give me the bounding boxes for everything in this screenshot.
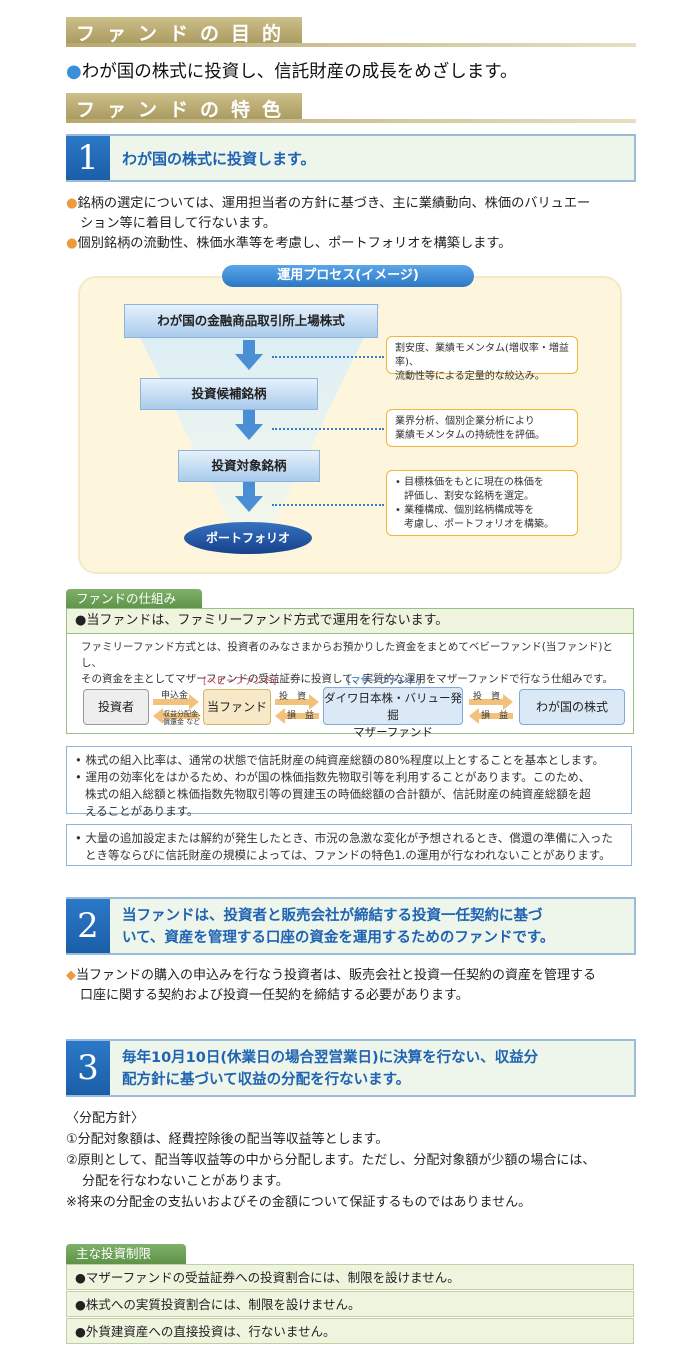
feature-1-number: 1 [66,136,110,180]
shikumi-box: ●当ファンドは、ファミリーファンド方式で運用を行ないます。 ファミリーファンド方… [66,608,634,739]
feature-3-number: 3 [66,1041,110,1095]
down-arrow-icon [235,340,263,512]
process-step-4: ポートフォリオ [184,522,312,554]
bullet-icon: ● [66,236,78,251]
process-note-3: • 目標株価をもとに現在の株価を 評価し、割安な銘柄を選定。 • 業種構成、個別… [386,470,578,536]
shikumi-desc: ファミリーファンド方式とは、投資者のみなさまからお預かりした資金をまとめてベビー… [81,641,614,685]
shikumi-tab: ファンドの仕組み [66,589,202,609]
heading-rule [66,43,636,47]
process-note-2: 業界分析、個別企業分析により 業績モメンタムの持続性を評価。 [386,409,578,447]
policy-heading: 〈分配方針〉 [66,1111,145,1126]
connector-dotted [272,428,384,430]
connector-dotted [272,356,384,358]
japan-stocks-box: わが国の株式 [519,689,625,725]
restrictions-tab: 主な投資制限 [66,1244,186,1264]
connector-dotted [272,504,384,506]
feature-3-box: 3 毎年10月10日(休業日の場合翌営業日)に決算を行ない、収益分 配方針に基づ… [66,1039,636,1097]
diamond-icon: ◆ [66,968,76,983]
invest-label: 投 資 [473,692,501,702]
distribution-policy: 〈分配方針〉 ①分配対象額は、経費控除後の配当等収益等とします。 ②原則として、… [66,1108,646,1213]
flow-arrows-icon [469,694,513,724]
baby-fund-box: 当ファンド [203,689,271,725]
profit-label: 損 益 [287,711,315,721]
feature-3-title: 毎年10月10日(休業日の場合翌営業日)に決算を行ない、収益分 配方針に基づいて… [122,1050,539,1088]
flow-arrows-icon [275,694,319,724]
application-money-label: 申込金 [161,691,189,701]
features-heading-tab: ファンドの特色 [66,93,302,121]
bullet-icon: ● [66,196,78,211]
restriction-item: ●株式への実質投資割合には、制限を設けません。 [66,1291,634,1317]
dividend-label: 収益分配金、 償還金 など [163,710,205,726]
purpose-heading-tab: ファンドの目的 [66,17,302,45]
feature-1-bullets: ●銘柄の選定については、運用担当者の方針に基づき、主に業績動向、株価のバリュエー… [66,194,646,254]
process-step-1: わが国の金融商品取引所上場株式 [124,304,378,338]
feature-2-text: ◆当ファンドの購入の申込みを行なう投資者は、販売会社と投資一任契約の資産を管理す… [66,968,597,1003]
bullet-line: ●銘柄の選定については、運用担当者の方針に基づき、主に業績動向、株価のバリュエー [66,196,591,211]
bullet-line: ション等に着目して行ないます。 [80,216,277,231]
invest-label: 投 資 [279,692,307,702]
profit-label: 損 益 [481,711,509,721]
investor-box: 投資者 [83,689,149,725]
purpose-text: わが国の株式に投資し、信託財産の成長をめざします。 [81,62,518,82]
feature-2-number: 2 [66,899,110,953]
process-title: 運用プロセス(イメージ) [222,265,474,287]
process-note-1: 割安度、業績モメンタム(増収率・増益率)、 流動性等による定量的な絞込み。 [386,336,578,382]
restriction-item: ●マザーファンドの受益証券への投資割合には、制限を設けません。 [66,1264,634,1290]
flow-arrows-icon [153,694,199,724]
bullet-line: ●個別銘柄の流動性、株価水準等を考慮し、ポートフォリオを構築します。 [66,236,512,251]
feature-2-box: 2 当ファンドは、投資者と販売会社が締結する投資一任契約に基づ いて、資産を管理… [66,897,636,955]
shikumi-head: ●当ファンドは、ファミリーファンド方式で運用を行ないます。 [67,609,633,634]
heading-rule [66,119,636,123]
features-heading-bar: ファンドの特色 [66,93,636,123]
features-heading: ファンドの特色 [76,99,294,121]
baby-fund-label: [ベビーファンド] [203,676,277,687]
note-box-1: • 株式の組入比率は、通常の状態で信託財産の純資産総額の80%程度以上とすること… [66,746,632,818]
process-step-2: 投資候補銘柄 [140,378,318,410]
mother-fund-box: ダイワ日本株・バリュー発掘 マザーファンド [323,687,463,739]
feature-1-box: 1 わが国の株式に投資します。 [66,134,636,182]
process-step-3: 投資対象銘柄 [178,450,320,482]
purpose-heading: ファンドの目的 [76,23,294,45]
mother-fund-label: [マザーファンド] [347,676,421,687]
note-box-2: • 大量の追加設定または解約が発生したとき、市況の急激な変化が予想されるとき、償… [66,824,632,866]
feature-2-title: 当ファンドは、投資者と販売会社が締結する投資一任契約に基づ いて、資産を管理する… [122,908,555,946]
bullet-icon: ● [66,61,82,82]
purpose-heading-bar: ファンドの目的 [66,17,636,47]
restriction-item: ●外貨建資産への直接投資は、行ないません。 [66,1318,634,1344]
feature-1-title: わが国の株式に投資します。 [122,150,316,168]
purpose-text-row: ●わが国の株式に投資し、信託財産の成長をめざします。 [66,58,517,83]
